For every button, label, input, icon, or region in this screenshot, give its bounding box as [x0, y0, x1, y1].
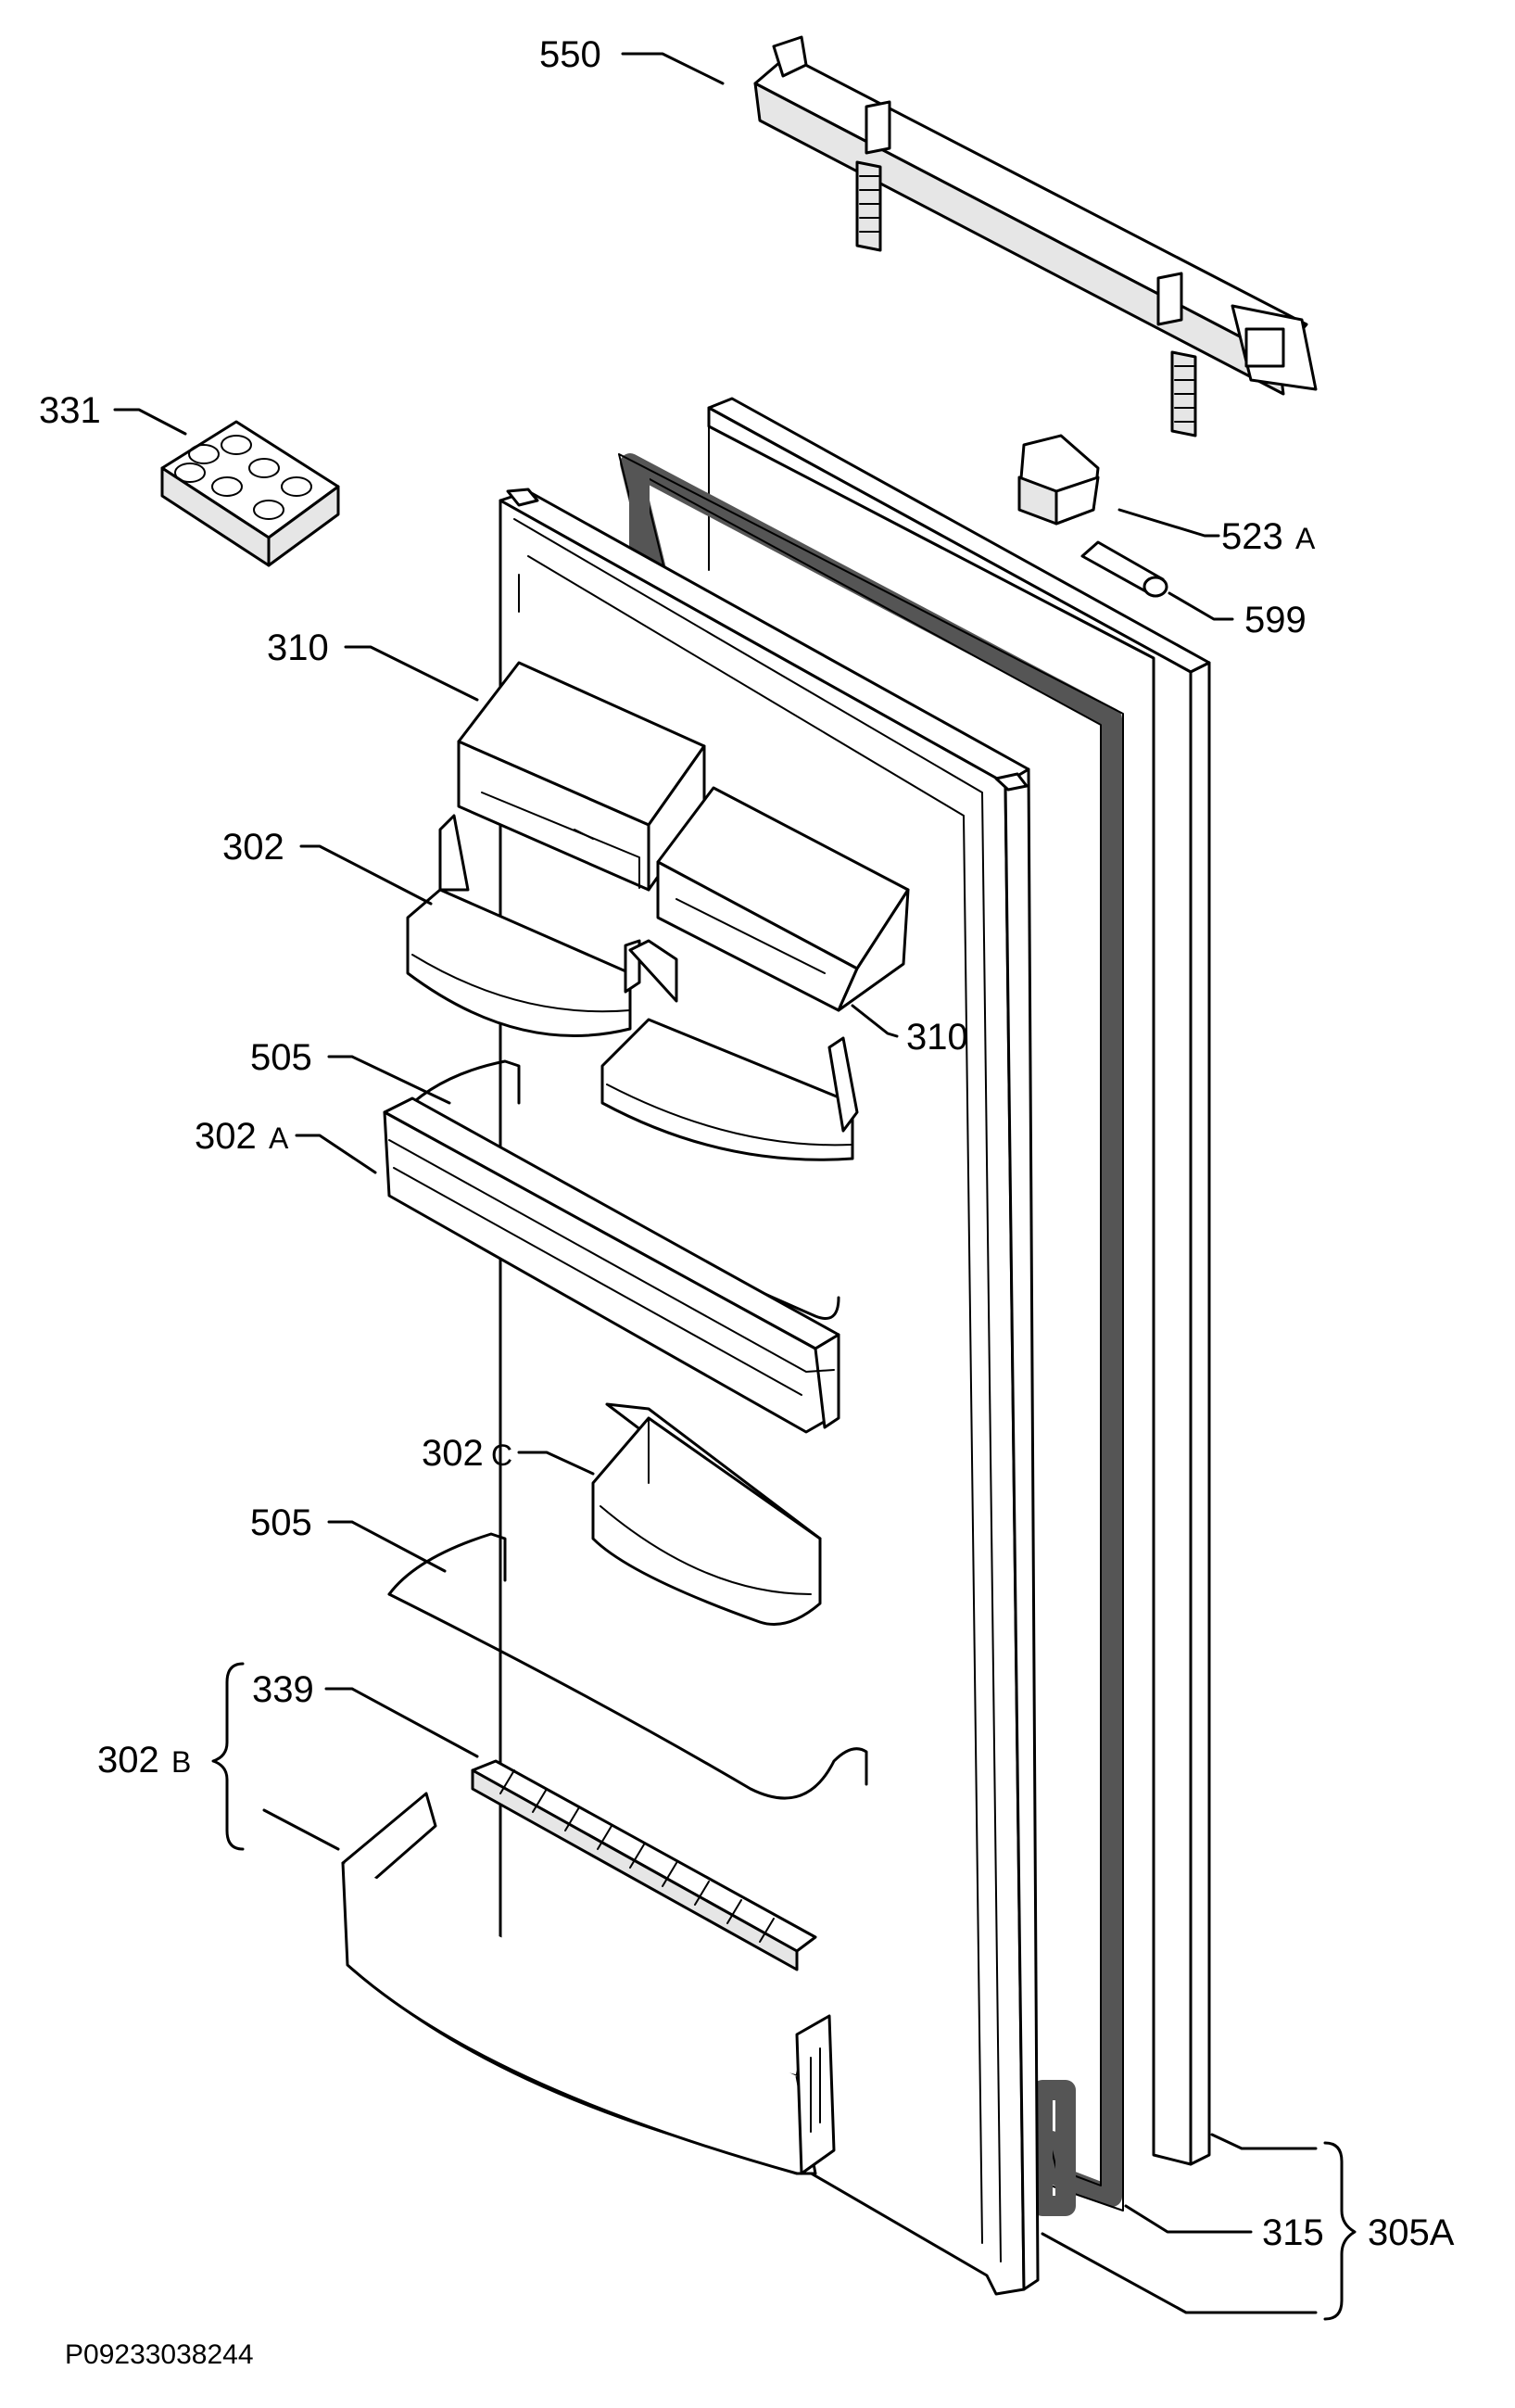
leader-310-top [344, 645, 479, 702]
label-302b-suffix: B [171, 1745, 191, 1779]
part-505-retaining-rail-bottom [387, 1532, 868, 1800]
leader-305a-top [1210, 2133, 1318, 2150]
leader-302c [517, 1451, 595, 1476]
label-302c: 302 [422, 1433, 484, 1474]
label-302b: 302 [97, 1740, 159, 1781]
brace-305a [1323, 2141, 1357, 2321]
leader-599 [1168, 591, 1234, 621]
leader-302 [299, 844, 433, 906]
label-302: 302 [222, 827, 284, 868]
brace-302b [211, 1662, 245, 1851]
label-599: 599 [1244, 600, 1307, 640]
label-523: 523 [1221, 516, 1283, 557]
leader-523a [1117, 508, 1220, 538]
label-550: 550 [539, 34, 601, 75]
part-302b-bottom-bottle-shelf [341, 1792, 836, 2175]
label-315: 315 [1262, 2212, 1324, 2253]
part-523a-hinge-block [1017, 434, 1100, 526]
label-505-bottom: 505 [250, 1502, 312, 1543]
part-302c-small-door-shelf [591, 1402, 822, 1626]
drawing-code: P09233038244 [65, 2339, 254, 2370]
leader-339 [324, 1687, 479, 1758]
leader-550 [621, 52, 725, 85]
part-302-door-shelf-left [406, 814, 641, 1037]
label-505-top: 505 [250, 1037, 312, 1078]
label-310-top: 310 [267, 627, 329, 668]
part-310-dairy-compartment-right [656, 786, 910, 1012]
leader-302b [262, 1808, 340, 1851]
leader-305a-bottom [1041, 2232, 1318, 2314]
part-302a-bottle-shelf [383, 1096, 840, 1434]
leader-505-top [327, 1055, 451, 1105]
part-331-egg-tray [160, 420, 340, 567]
part-550-door-handle-bar [753, 35, 1318, 437]
label-523-suffix: A [1295, 522, 1316, 555]
leader-302a [295, 1134, 377, 1174]
label-302a: 302 [195, 1116, 257, 1157]
leader-310-right [851, 1004, 899, 1038]
label-302c-suffix: C [491, 1438, 512, 1472]
label-302a-suffix: A [269, 1122, 289, 1155]
part-339-bottle-retainer-rack [471, 1759, 817, 1971]
part-599-hinge-pin [1080, 540, 1168, 598]
part-305a-outer-door-panel [707, 397, 1211, 2166]
label-310-right: 310 [906, 1017, 968, 1058]
leader-315 [1124, 2204, 1253, 2234]
label-331: 331 [39, 390, 101, 431]
label-339: 339 [252, 1669, 314, 1710]
label-305a: 305A [1368, 2212, 1455, 2253]
leader-331 [113, 408, 187, 436]
leader-505-bottom [327, 1520, 447, 1573]
part-302-door-shelf-right [600, 939, 859, 1161]
